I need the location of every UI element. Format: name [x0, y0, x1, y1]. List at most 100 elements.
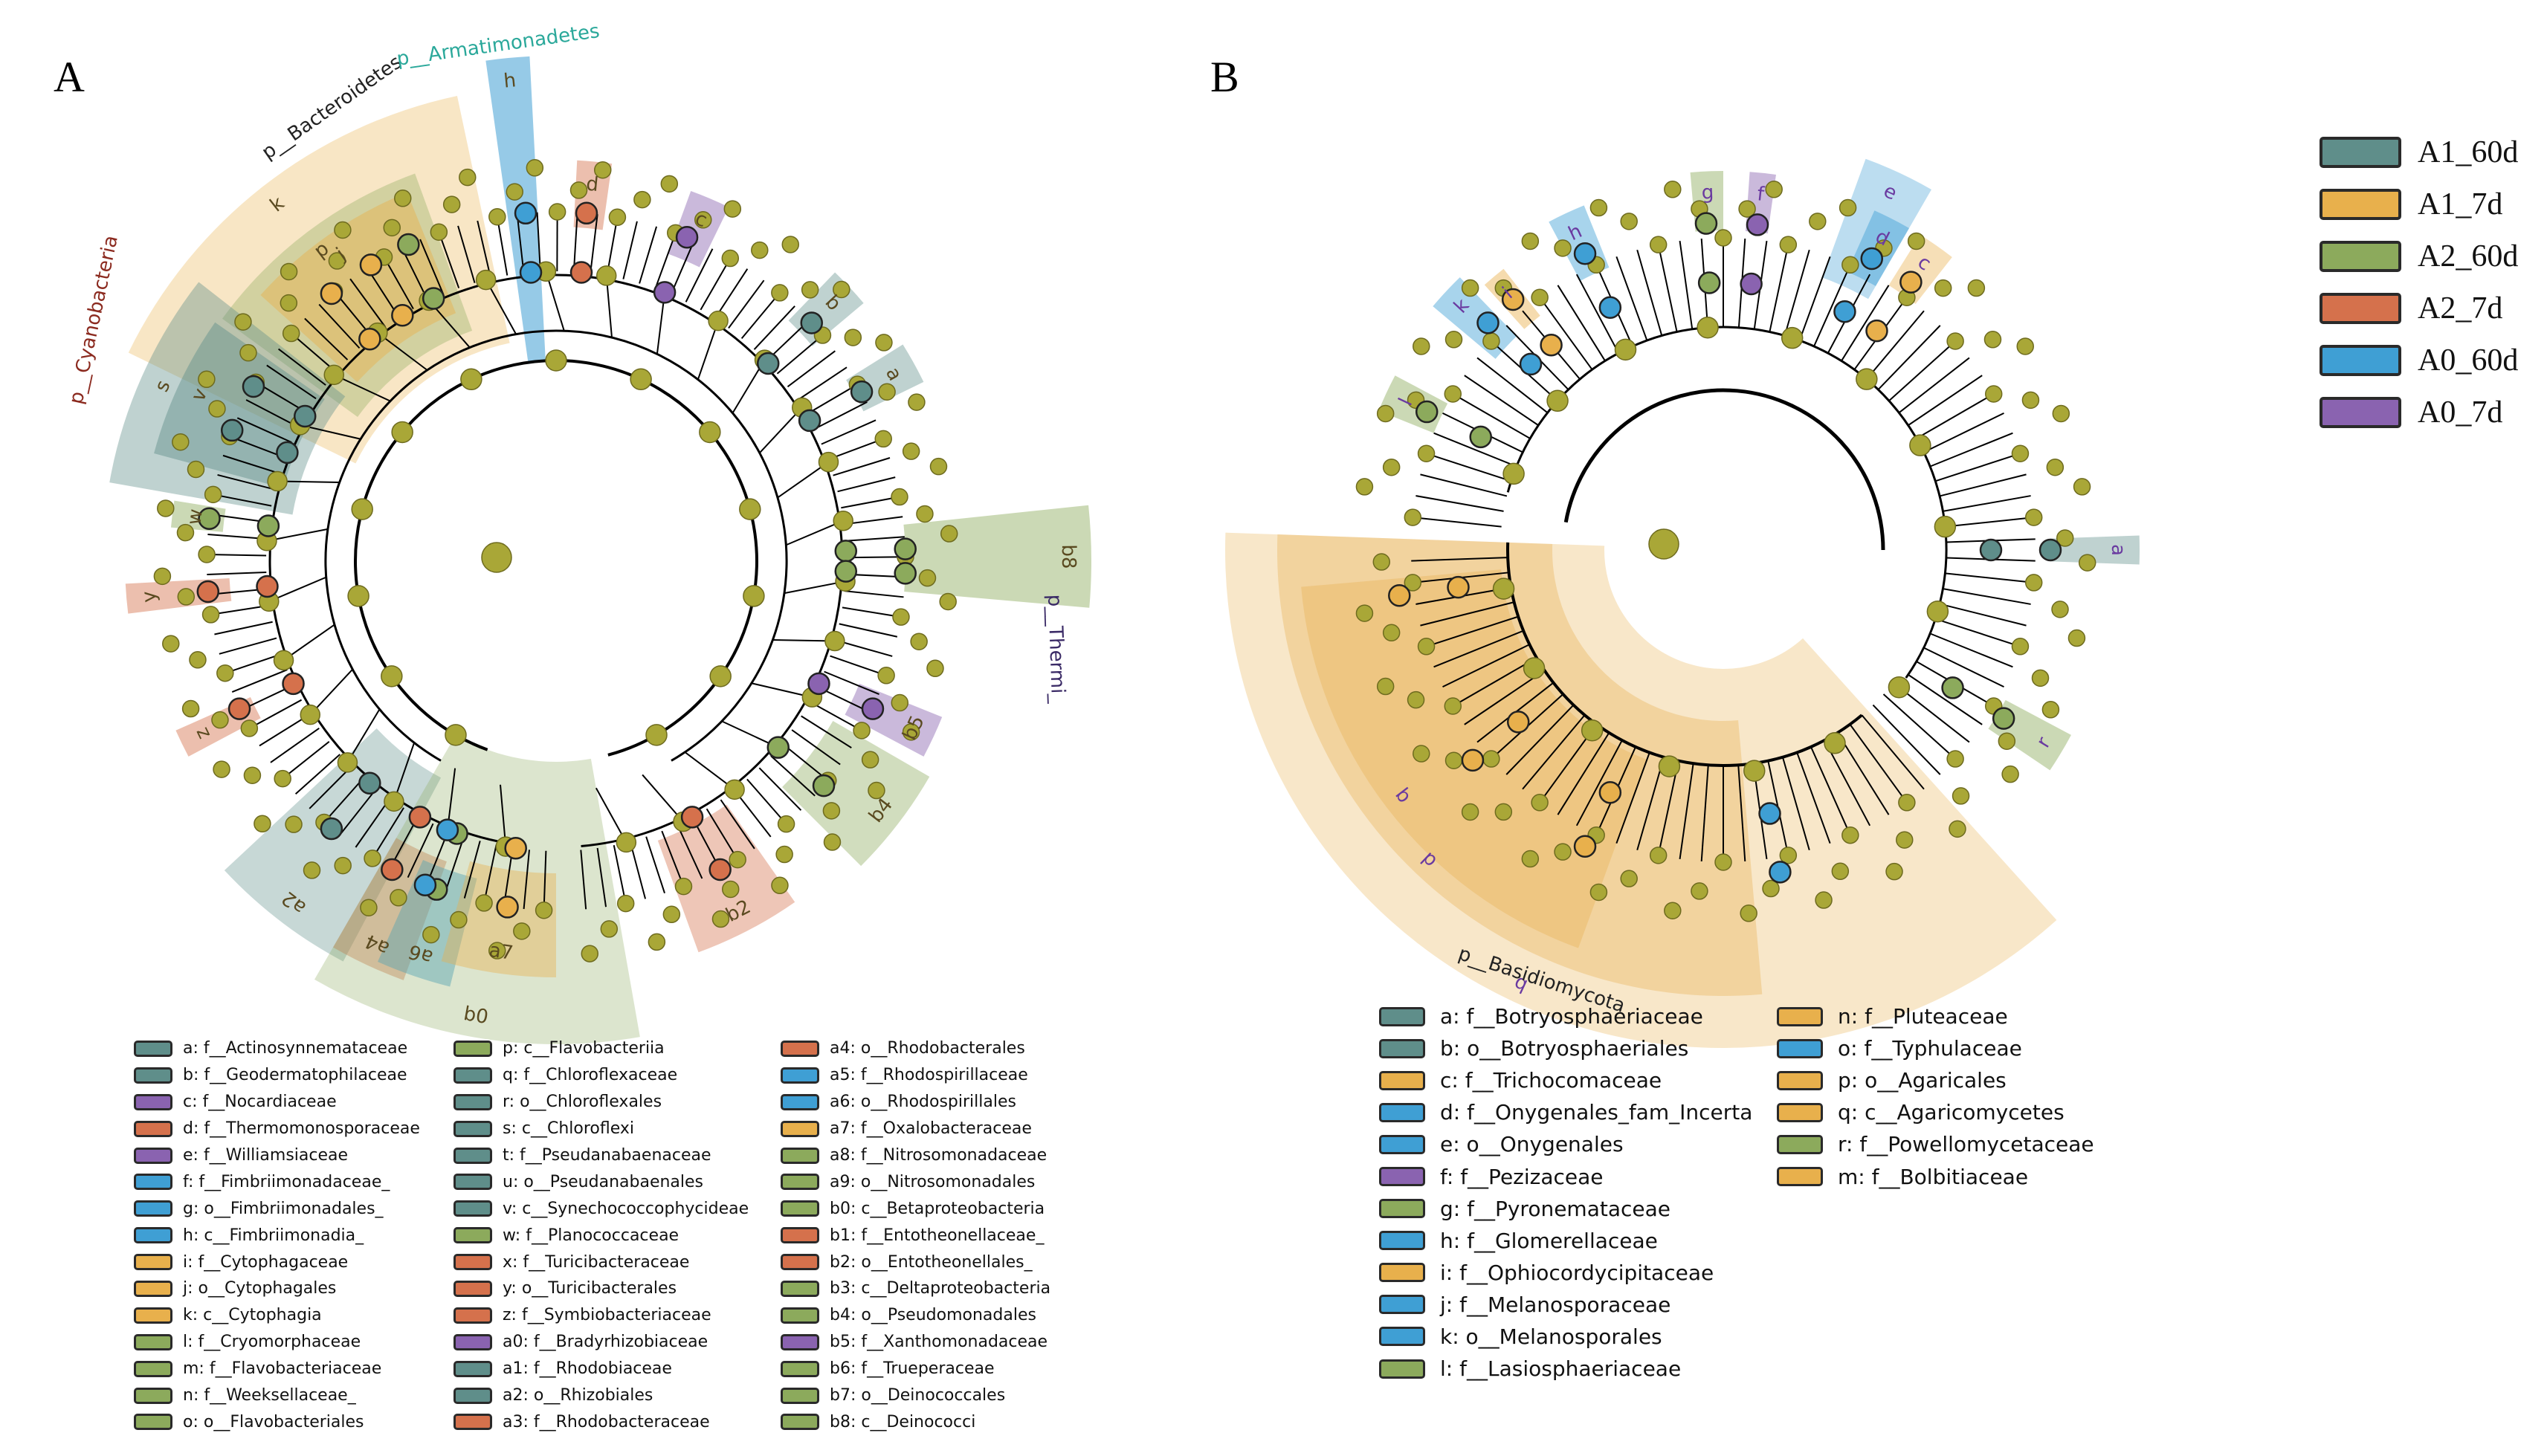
root-node [481, 542, 512, 573]
leaf-node [2016, 337, 2034, 355]
legend-label: j: f__Melanosporaceae [1440, 1292, 1671, 1317]
legend-b-item: f: f__Pezizaceae [1379, 1160, 1752, 1192]
legend-label: k: c__Cytophagia [183, 1306, 322, 1325]
leaf-edge [372, 807, 404, 859]
leaf-edge [483, 844, 497, 904]
legend-swatch [1379, 1231, 1425, 1251]
root-node [1648, 528, 1679, 560]
legend-b-item: e: o__Onygenales [1379, 1128, 1752, 1160]
legend-a-item: p: c__Flavobacteriia [453, 1035, 749, 1062]
leaf-node [430, 223, 448, 241]
legend-label: b: o__Botryosphaeriales [1440, 1036, 1689, 1061]
leaf-edge [1836, 732, 1890, 815]
highlighted-node [408, 806, 432, 829]
leaf-node [1521, 850, 1540, 868]
leaf-node [2067, 629, 2086, 647]
leaf-edge [1505, 704, 1575, 775]
legend-a-item: b5: f__Xanthomonadaceae [781, 1329, 1050, 1356]
leaf-edge [746, 778, 787, 825]
legend-label: p: o__Agaricales [1838, 1068, 2007, 1093]
clade-letter-h: h [503, 69, 517, 92]
leaf-node [891, 488, 908, 506]
highlighted-node [294, 404, 317, 428]
leaf-edge [1888, 340, 1956, 402]
leaf-node [1896, 831, 1914, 849]
leaf-edge [1420, 601, 1514, 627]
leaf-edge [622, 221, 638, 279]
order-node [1856, 368, 1878, 390]
highlighted-node [320, 282, 343, 305]
leaf-edge [1796, 752, 1831, 844]
leaf-edge [596, 847, 607, 907]
leaf-edge [801, 715, 852, 748]
leaf-node [243, 766, 262, 784]
order-node [1781, 326, 1804, 349]
legend-label: a4: o__Rhodobacterales [830, 1039, 1025, 1058]
legend-a-item: k: c__Cytophagia [134, 1302, 420, 1329]
leaf-node [2021, 391, 2040, 410]
leaf-node [1714, 229, 1732, 247]
leaf-edge [758, 767, 802, 811]
legend-label: k: o__Melanosporales [1440, 1324, 1662, 1349]
leaf-edge [1539, 297, 1593, 370]
leaf-edge [1866, 310, 1925, 380]
legend-swatch [1777, 1167, 1823, 1187]
legend-swatch [1379, 1167, 1425, 1187]
leaf-node [548, 203, 566, 221]
leaf-node [1765, 181, 1783, 198]
legend-b-item: q: c__Agaricomycetes [1777, 1096, 2094, 1128]
legend-label: w: f__Planococcaceae [503, 1226, 679, 1245]
panel-b-label: B [1210, 53, 1239, 101]
legend-label: p: c__Flavobacteriia [503, 1039, 665, 1058]
leaf-edge [590, 214, 598, 274]
order-node [1614, 338, 1637, 361]
legend-b-item: r: f__Powellomycetaceae [1777, 1128, 2094, 1160]
panel-a-label: A [54, 53, 85, 101]
legend-label: d: f__Thermomonosporaceae [183, 1119, 420, 1139]
legend-b-item: g: f__Pyronemataceae [1379, 1193, 1752, 1225]
leaf-node [459, 168, 477, 187]
leaf-node [902, 442, 920, 460]
order-edge [785, 520, 844, 546]
legend-swatch [1379, 1134, 1425, 1154]
group-legend-item: A2_60d [2320, 230, 2518, 282]
class-node [699, 421, 721, 444]
legend-label: v: c__Synechococcophycideae [503, 1199, 749, 1218]
clade-band-a [2050, 535, 2140, 565]
legend-a-item: i: f__Cytophagaceae [134, 1249, 420, 1275]
leaf-edge [1426, 453, 1511, 482]
clade-letter-a7: a7 [488, 939, 514, 965]
leaf-edge [419, 239, 445, 295]
highlighted-node [861, 697, 885, 720]
leaf-node [908, 393, 926, 411]
highlighted-node [1573, 835, 1597, 858]
highlighted-node [1519, 352, 1543, 376]
order-node [1824, 732, 1846, 754]
legend-a-item: f: f__Fimbriimonadaceae_ [134, 1168, 420, 1195]
leaf-node [394, 190, 412, 207]
leaf-edge [1882, 693, 1956, 760]
leaf-edge [827, 438, 884, 461]
class-node [743, 585, 765, 607]
legend-a-item: a1: f__Rhodobiaceae [453, 1356, 749, 1382]
legend-label: o: f__Typhulaceae [1838, 1036, 2022, 1061]
leaf-edge [1943, 588, 2031, 605]
leaf-edge [580, 850, 587, 910]
leaf-node [177, 588, 196, 606]
legend-a-item: l: f__Cryomorphaceae [134, 1329, 420, 1356]
order-node [1743, 760, 1766, 782]
highlighted-node [1469, 425, 1492, 449]
leaf-edge [338, 788, 378, 836]
leaf-edge [349, 278, 387, 328]
leaf-edge [304, 317, 349, 360]
highlighted-node [675, 225, 699, 249]
highlighted-node [850, 380, 874, 404]
leaf-edge [776, 334, 824, 375]
leaf-node [1946, 332, 1964, 350]
leaf-edge [821, 419, 877, 445]
legend-swatch [781, 1387, 819, 1404]
leaf-node [1589, 883, 1608, 902]
leaf-node [213, 760, 230, 778]
leaf-edge [770, 755, 816, 797]
